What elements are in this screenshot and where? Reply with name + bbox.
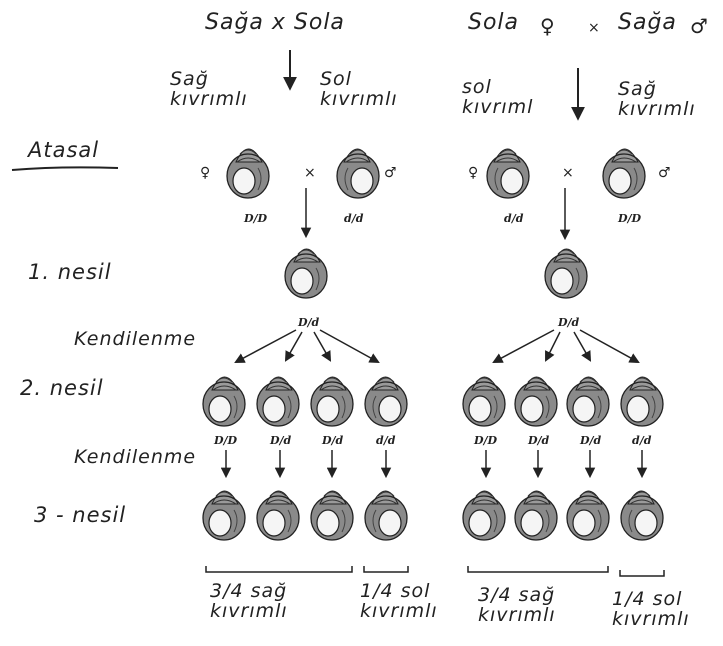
cross-symbol: × [588,20,600,36]
right-f2-genotype-2: D/d [528,434,550,447]
left-f2-genotype-4: d/d [376,434,396,447]
left-p-genotype-1: D/D [244,212,268,225]
right-cross-title-left: Sola [468,10,520,35]
right-p-genotype-1: d/d [504,212,524,225]
left-fan-arrow-4 [319,329,380,364]
right-p-snail-female [486,148,530,199]
left-cross-title: Sağa x Sola [205,10,345,35]
left-result-major: 3/4 sağ kıvrımlı [210,580,288,622]
left-f1-genotype: D/d [298,316,320,329]
left-fan-arrow-1 [234,329,297,363]
left-minor-bracket [363,566,409,573]
right-f1-snail [544,248,588,299]
left-cross-symbol: × [304,165,316,181]
left-f2-snail-4 [364,376,408,427]
right-major-bracket [467,566,609,573]
right-f3-snail-1 [462,490,506,541]
row-label-p: Atasal [28,138,100,162]
right-fan-arrow-4 [579,329,640,364]
left-f2-genotype-1: D/D [214,434,238,447]
right-f2-snail-2 [514,376,558,427]
male-symbol: ♂ [690,14,708,38]
right-f3-snail-3 [566,490,610,541]
left-f1-snail [284,248,328,299]
right-cross-symbol: × [562,165,574,181]
right-cross-title-right: Sağa [618,10,677,35]
right-f2-snail-4 [620,376,664,427]
right-fan-arrow-3 [573,331,592,362]
right-f2-genotype-3: D/d [580,434,602,447]
left-p-snail-male [336,148,380,199]
left-f3-snail-3 [310,490,354,541]
right-parent-right-label: Sağ kıvrımlı [618,78,696,120]
row-label-selfing-2: Kendilenme [74,446,197,468]
left-f3-snail-2 [256,490,300,541]
right-p-snail-male [602,148,646,199]
left-parent-right-label: Sol kıvrımlı [320,68,398,110]
left-p-genotype-2: d/d [344,212,364,225]
left-p-snail-female [226,148,270,199]
left-parent-left-label: Sağ kıvrımlı [170,68,248,110]
left-f3-snail-1 [202,490,246,541]
right-f2-genotype-4: d/d [632,434,652,447]
row-label-f3: 3 - nesil [34,503,127,527]
left-result-minor: 1/4 sol kıvrımlı [360,580,438,622]
right-f2-snail-1 [462,376,506,427]
left-f2-snail-1 [202,376,246,427]
left-male-symbol: ♂ [384,165,397,181]
atasal-underline [11,166,119,171]
row-label-f1: 1. nesil [28,260,112,284]
right-f1-genotype: D/d [558,316,580,329]
right-fan-arrow-1 [492,329,555,363]
right-result-major: 3/4 sağ kıvrımlı [478,584,556,626]
left-f2-snail-3 [310,376,354,427]
right-parent-left-label: sol kıvrıml [462,76,534,118]
right-fan-arrow-2 [545,331,561,362]
left-female-symbol: ♀ [200,165,211,181]
left-f2-genotype-3: D/d [322,434,344,447]
right-f3-snail-2 [514,490,558,541]
left-fan-arrow-3 [313,331,332,362]
right-male-symbol: ♂ [658,165,671,181]
row-label-f2: 2. nesil [20,376,104,400]
right-f2-snail-3 [566,376,610,427]
left-fan-arrow-2 [284,331,303,362]
right-f2-genotype-1: D/D [474,434,498,447]
right-p-genotype-2: D/D [618,212,642,225]
left-major-bracket [205,566,353,573]
right-female-symbol: ♀ [468,165,479,181]
female-symbol: ♀ [540,14,555,38]
row-label-selfing-1: Kendilenme [74,328,197,350]
right-minor-bracket [619,570,665,577]
right-result-minor: 1/4 sol kıvrımlı [612,588,690,630]
right-f3-snail-4 [620,490,664,541]
left-f3-snail-4 [364,490,408,541]
left-f2-genotype-2: D/d [270,434,292,447]
left-f2-snail-2 [256,376,300,427]
